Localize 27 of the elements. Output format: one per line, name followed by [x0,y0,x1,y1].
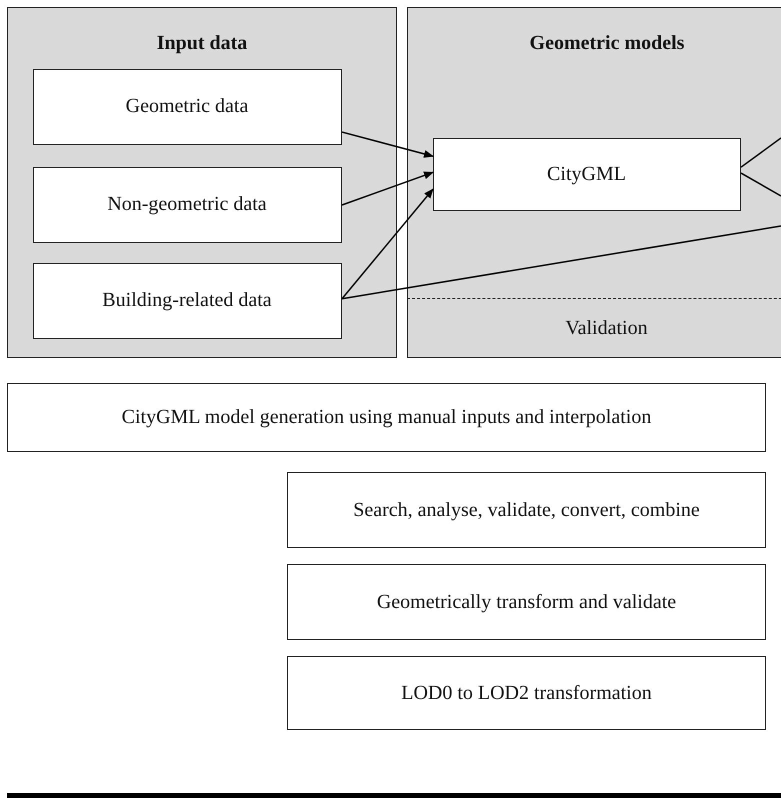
panel-title: Geometric models [528,32,686,55]
tool-box [287,472,766,548]
arrow [341,188,434,300]
group-panel [7,7,397,358]
box-label: Non-geometric data [107,192,267,217]
process-box [32,262,342,338]
group-panel [407,7,781,358]
connector-line [740,172,781,197]
panel-title: Input data [156,32,248,55]
connector-line [342,225,781,300]
box-label: CityGML [547,162,626,186]
section-label: Validation [565,316,648,340]
connector-line [740,137,781,168]
arrow [342,131,434,158]
process-box [32,166,342,242]
tool-box [7,383,766,452]
arrow [342,172,434,206]
box-label: Search, analyse, validate, convert, combine [353,498,700,522]
box-label: Building-related data [102,288,272,313]
tool-box [287,656,766,730]
box-label: Geometrically transform and validate [376,590,676,614]
box-label: Geometric data [126,94,248,119]
box-label: CityGML model generation using manual inputs and interpolation [122,405,652,430]
process-box [32,68,342,144]
process-box [432,138,740,210]
box-label: LOD0 to LOD2 transformation [401,680,652,706]
tool-box [287,564,766,640]
